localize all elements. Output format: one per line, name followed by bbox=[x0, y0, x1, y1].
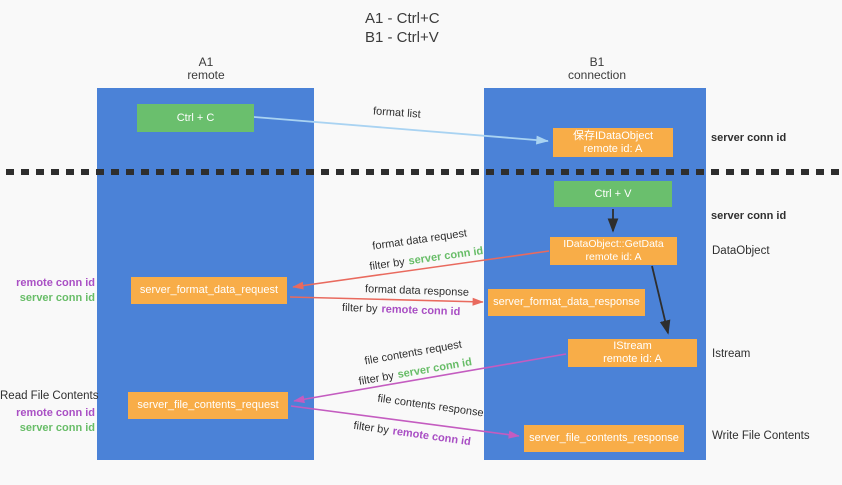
node-istream-line1: IStream bbox=[613, 340, 652, 352]
lane-a-header: A1 remote bbox=[156, 56, 256, 82]
phase-separator-dashed-line bbox=[6, 169, 842, 175]
node-server-format-data-response: server_format_data_response bbox=[488, 289, 645, 316]
node-server-file-contents-request: server_file_contents_request bbox=[128, 392, 288, 419]
node-ctrl-v-label: Ctrl + V bbox=[594, 187, 632, 200]
side-label-istream: Istream bbox=[712, 348, 751, 360]
node-server-format-data-response-label: server_format_data_response bbox=[493, 296, 640, 308]
side-label-write-file-contents: Write File Contents bbox=[712, 430, 810, 442]
node-server-format-data-request-label: server_format_data_request bbox=[139, 284, 279, 296]
arrow-file-contents-request bbox=[293, 353, 567, 404]
node-ctrl-v: Ctrl + V bbox=[554, 181, 672, 207]
left-remote-conn-id-1: remote conn id bbox=[16, 277, 95, 289]
node-getdata-line1: IDataObject::GetData bbox=[563, 238, 664, 250]
diagram-title: A1 - Ctrl+C B1 - Ctrl+V bbox=[365, 9, 440, 47]
node-save-dataobject: 保存IDataObject remote id: A bbox=[553, 128, 673, 157]
side-label-dataobject: DataObject bbox=[712, 245, 770, 257]
node-save-dataobject-line1: 保存IDataObject bbox=[572, 129, 654, 142]
lane-b-role: connection bbox=[567, 68, 627, 82]
node-server-file-contents-response-label: server_file_contents_response bbox=[529, 432, 679, 444]
node-getdata: IDataObject::GetData remote id: A bbox=[550, 237, 677, 265]
side-label-server-conn-id-top: server conn id bbox=[711, 132, 787, 144]
left-read-file-contents: Read File Contents bbox=[0, 390, 99, 402]
node-ctrl-c-label: Ctrl + C bbox=[176, 111, 215, 124]
node-istream-line2: remote id: A bbox=[603, 353, 662, 365]
arrow-getdata-to-istream bbox=[651, 265, 671, 335]
left-conn-id-labels-format: remote conn id server conn id bbox=[0, 276, 95, 306]
lane-a-role: remote bbox=[187, 68, 225, 82]
side-label-server-conn-id-mid: server conn id bbox=[711, 210, 787, 222]
left-remote-conn-id-2: remote conn id bbox=[16, 407, 95, 419]
node-getdata-line2: remote id: A bbox=[585, 251, 642, 263]
node-server-file-contents-response: server_file_contents_response bbox=[524, 425, 684, 452]
arrow-file-contents-response bbox=[290, 405, 520, 439]
arrow-format-data-request bbox=[292, 250, 550, 290]
left-server-conn-id-1: server conn id bbox=[19, 292, 95, 304]
node-server-file-contents-request-label: server_file_contents_request bbox=[137, 399, 279, 411]
left-conn-id-labels-file: remote conn id server conn id bbox=[0, 406, 95, 436]
left-server-conn-id-2: server conn id bbox=[19, 422, 95, 434]
node-save-dataobject-line2: remote id: A bbox=[583, 142, 643, 155]
node-istream: IStream remote id: A bbox=[568, 339, 697, 367]
arrow-format-data-response bbox=[289, 296, 484, 306]
lane-a-name: A1 bbox=[198, 55, 214, 69]
arrow-format-list bbox=[253, 116, 549, 145]
lane-b-name: B1 bbox=[589, 55, 605, 69]
node-server-format-data-request: server_format_data_request bbox=[131, 277, 287, 304]
node-ctrl-c: Ctrl + C bbox=[137, 104, 254, 132]
lane-b-header: B1 connection bbox=[547, 56, 647, 82]
title-line-1: A1 - Ctrl+C bbox=[365, 10, 440, 27]
title-line-2: B1 - Ctrl+V bbox=[365, 29, 439, 46]
